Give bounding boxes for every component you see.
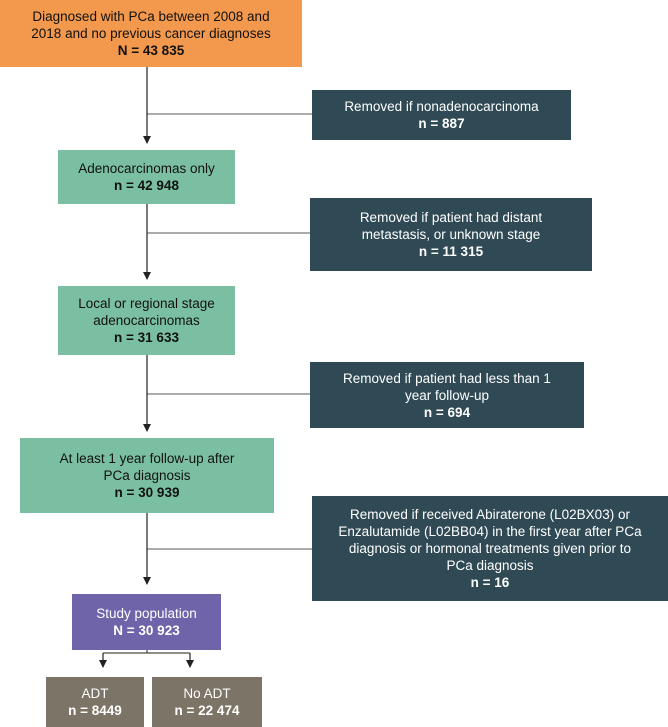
step2-text-line2: adenocarcinomas <box>93 313 200 328</box>
no-adt-label: No ADT <box>183 686 231 701</box>
adt-group-box: ADT n = 8449 <box>46 677 144 727</box>
start-text-line2: 2018 and no previous cancer diagnoses <box>31 26 271 41</box>
exclusion4-text-line3: diagnosis or hormonal treatments given p… <box>348 541 632 556</box>
start-text-line1: Diagnosed with PCa between 2008 and <box>32 9 270 24</box>
exclusion-box-1: Removed if nonadenocarcinoma n = 887 <box>312 90 571 140</box>
population-count: N = 30 923 <box>113 623 180 638</box>
exclusion1-count: n = 887 <box>418 116 465 131</box>
exclusion1-text: Removed if nonadenocarcinoma <box>344 99 539 114</box>
exclusion2-text-line1: Removed if patient had distant <box>359 210 543 225</box>
exclusion4-text-line2: Enzalutamide (L02BB04) in the first year… <box>338 524 642 539</box>
step3-text-line2: PCa diagnosis <box>103 468 191 483</box>
start-box: Diagnosed with PCa between 2008 and 2018… <box>0 0 302 67</box>
exclusion3-text-line2: year follow-up <box>404 387 490 403</box>
step-box-adenocarcinomas: Adenocarcinomas only n = 42 948 <box>58 150 235 204</box>
step1-count: n = 42 948 <box>114 178 179 193</box>
step2-text-line1: Local or regional stage <box>78 296 215 311</box>
exclusion2-count: n = 11 315 <box>418 244 484 259</box>
step3-count: n = 30 939 <box>114 485 180 500</box>
exclusion-box-4: Removed if received Abiraterone (L02BX03… <box>312 496 668 601</box>
exclusion3-text-line1: Removed if patient had less than 1 <box>343 370 551 386</box>
step3-text-line1: At least 1 year follow-up after <box>59 451 235 466</box>
start-count: N = 43 835 <box>117 43 185 58</box>
exclusion3-count: n = 694 <box>423 404 471 420</box>
adt-label: ADT <box>81 686 109 701</box>
exclusion4-text-line4: PCa diagnosis <box>446 558 534 573</box>
no-adt-count: n = 22 474 <box>174 703 240 718</box>
exclusion4-text-line1: Removed if received Abiraterone (L02BX03… <box>350 507 630 522</box>
exclusion-box-3: Removed if patient had less than 1 year … <box>310 362 584 428</box>
study-population-box: Study population N = 30 923 <box>72 594 221 650</box>
no-adt-group-box: No ADT n = 22 474 <box>152 677 262 727</box>
exclusion2-text-line2: metastasis, or unknown stage <box>361 227 541 242</box>
step1-text: Adenocarcinomas only <box>78 161 215 176</box>
step-box-followup: At least 1 year follow-up after PCa diag… <box>20 438 274 513</box>
step-box-local-regional: Local or regional stage adenocarcinomas … <box>58 286 235 355</box>
exclusion4-count: n = 16 <box>470 575 510 590</box>
adt-count: n = 8449 <box>68 703 122 718</box>
step2-count: n = 31 633 <box>114 330 179 345</box>
population-text: Study population <box>96 606 197 621</box>
exclusion-box-2: Removed if patient had distant metastasi… <box>310 198 592 271</box>
